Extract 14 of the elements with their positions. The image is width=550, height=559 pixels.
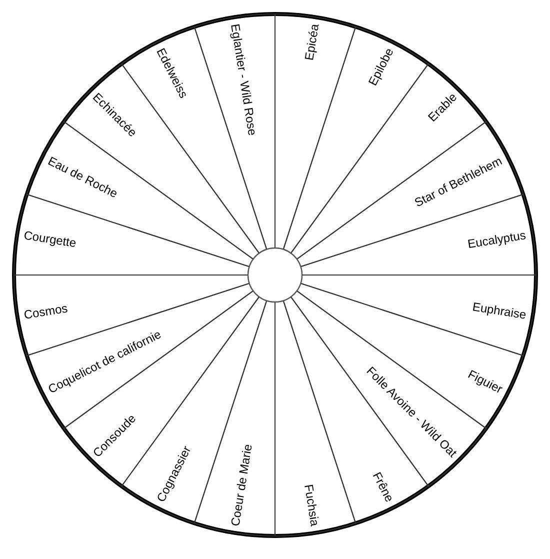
wheel-sector bbox=[275, 300, 356, 536]
sector-label: Eglantier - Wild Rose bbox=[228, 23, 260, 137]
sector-label: Coeur de Marie bbox=[228, 443, 256, 527]
wheel-sector bbox=[194, 300, 276, 536]
sector-label: Epicéa bbox=[302, 23, 322, 62]
sector-label: Eucalyptus bbox=[466, 228, 527, 252]
wheel-sector bbox=[14, 275, 250, 356]
sector-label: Cosmos bbox=[23, 300, 69, 322]
wheel-sector bbox=[194, 14, 275, 250]
sector-label: Euphraise bbox=[471, 299, 527, 322]
wheel-sector bbox=[300, 275, 536, 356]
sector-label: Courgette bbox=[23, 228, 78, 250]
sector-label: Frêne bbox=[370, 470, 397, 504]
sector-label: Fuchsia bbox=[301, 483, 322, 527]
